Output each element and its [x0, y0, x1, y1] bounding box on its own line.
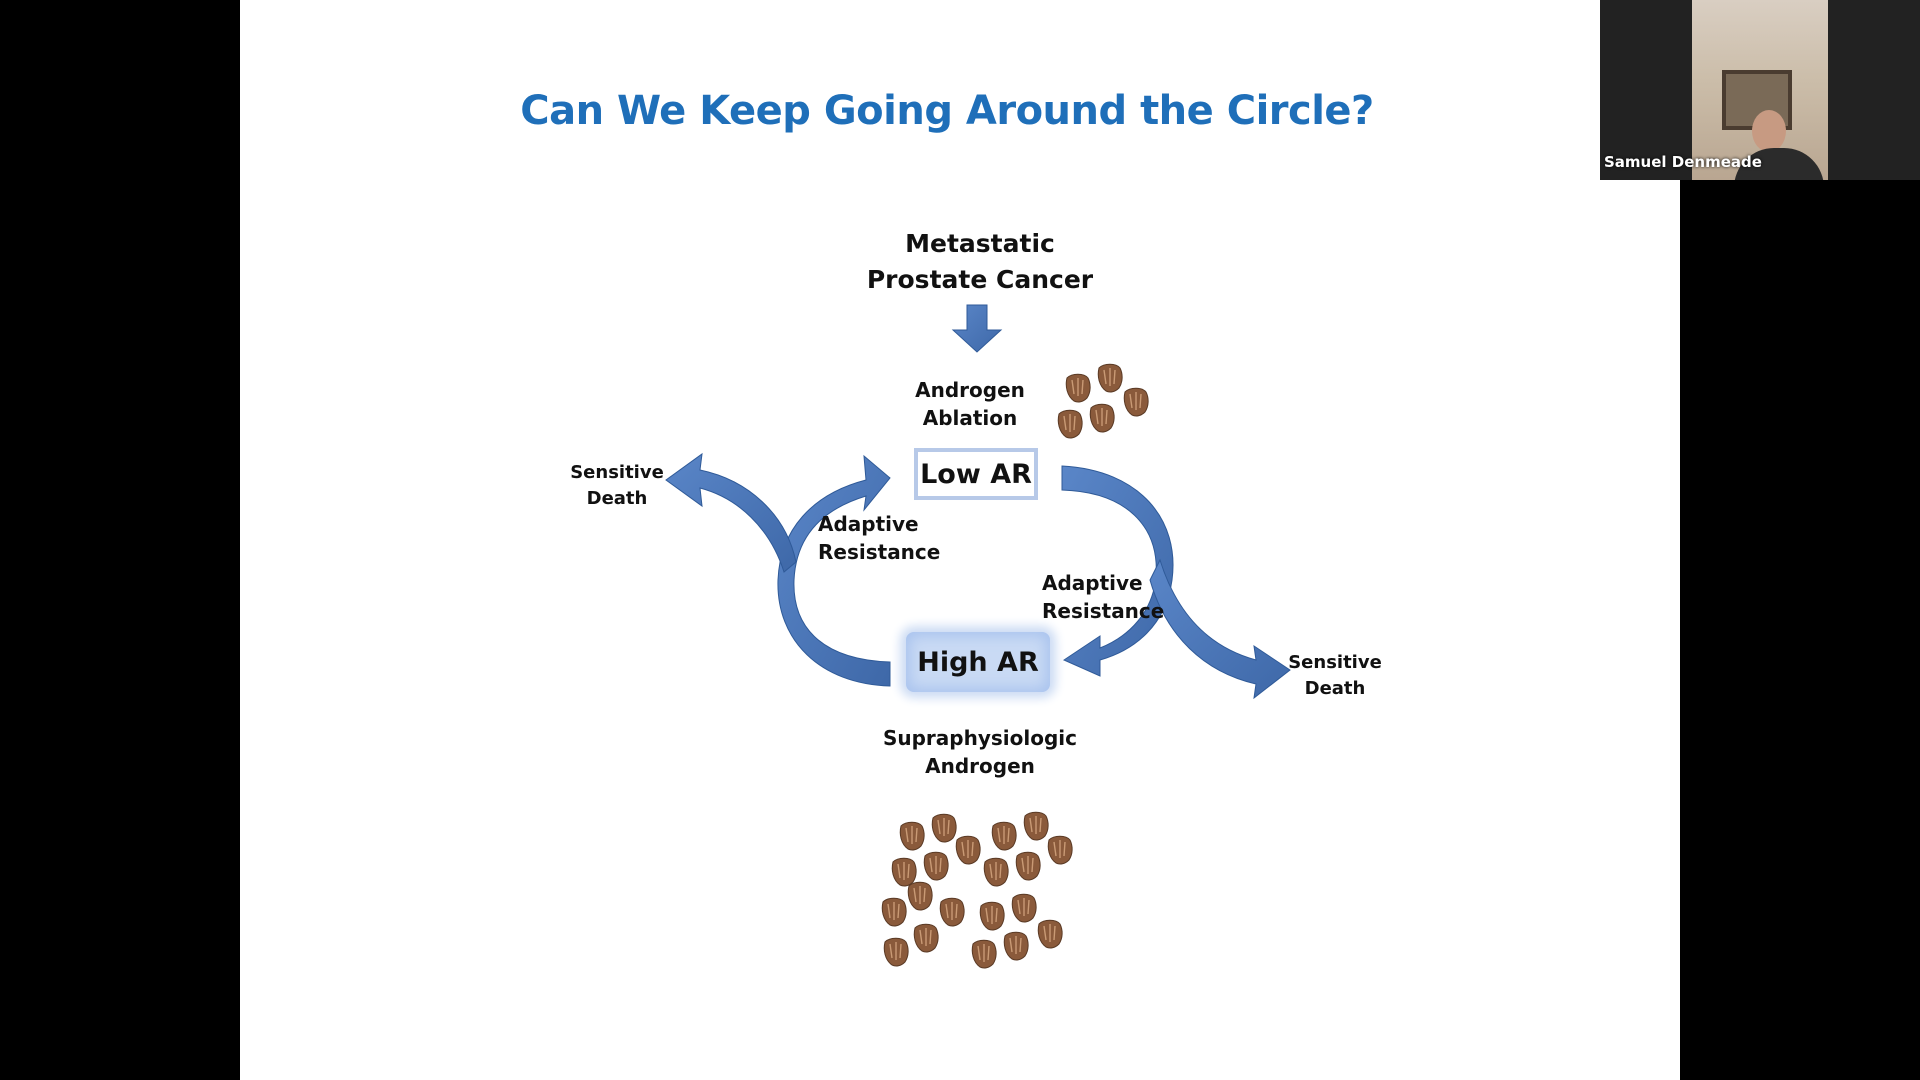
high-ar-label: High AR [917, 646, 1039, 678]
left-death-arrow [665, 452, 797, 573]
left-cycle-arrow [777, 454, 891, 687]
androgen-cells-small [1057, 363, 1149, 439]
adaptive-resistance-left-label: Adaptive Resistance [818, 512, 941, 564]
down-arrow [951, 304, 1003, 353]
participant-video-feed [1692, 0, 1828, 180]
metastatic-prostate-cancer-label: Metastatic Prostate Cancer [866, 229, 1094, 295]
participant-video-tile[interactable]: Samuel Denmeade [1600, 0, 1920, 180]
supraphysiologic-androgen-label: Supraphysiologic Androgen [882, 726, 1078, 778]
right-death-arrow [1149, 558, 1291, 700]
participant-name-tag: Samuel Denmeade [1604, 153, 1762, 171]
sensitive-death-right-label: Sensitive Death [1288, 652, 1382, 700]
sensitive-death-left-label: Sensitive Death [570, 462, 664, 510]
low-ar-label: Low AR [920, 458, 1032, 490]
androgen-cells-large [881, 811, 1073, 969]
adaptive-resistance-right-label: Adaptive Resistance [1042, 571, 1165, 623]
right-cycle-arrow [1061, 465, 1174, 677]
androgen-ablation-label: Androgen Ablation [915, 378, 1025, 430]
slide-title: Can We Keep Going Around the Circle? [520, 88, 1374, 134]
high-ar-box: High AR [906, 632, 1050, 692]
participant-head [1752, 110, 1786, 152]
low-ar-box: Low AR [914, 448, 1038, 500]
